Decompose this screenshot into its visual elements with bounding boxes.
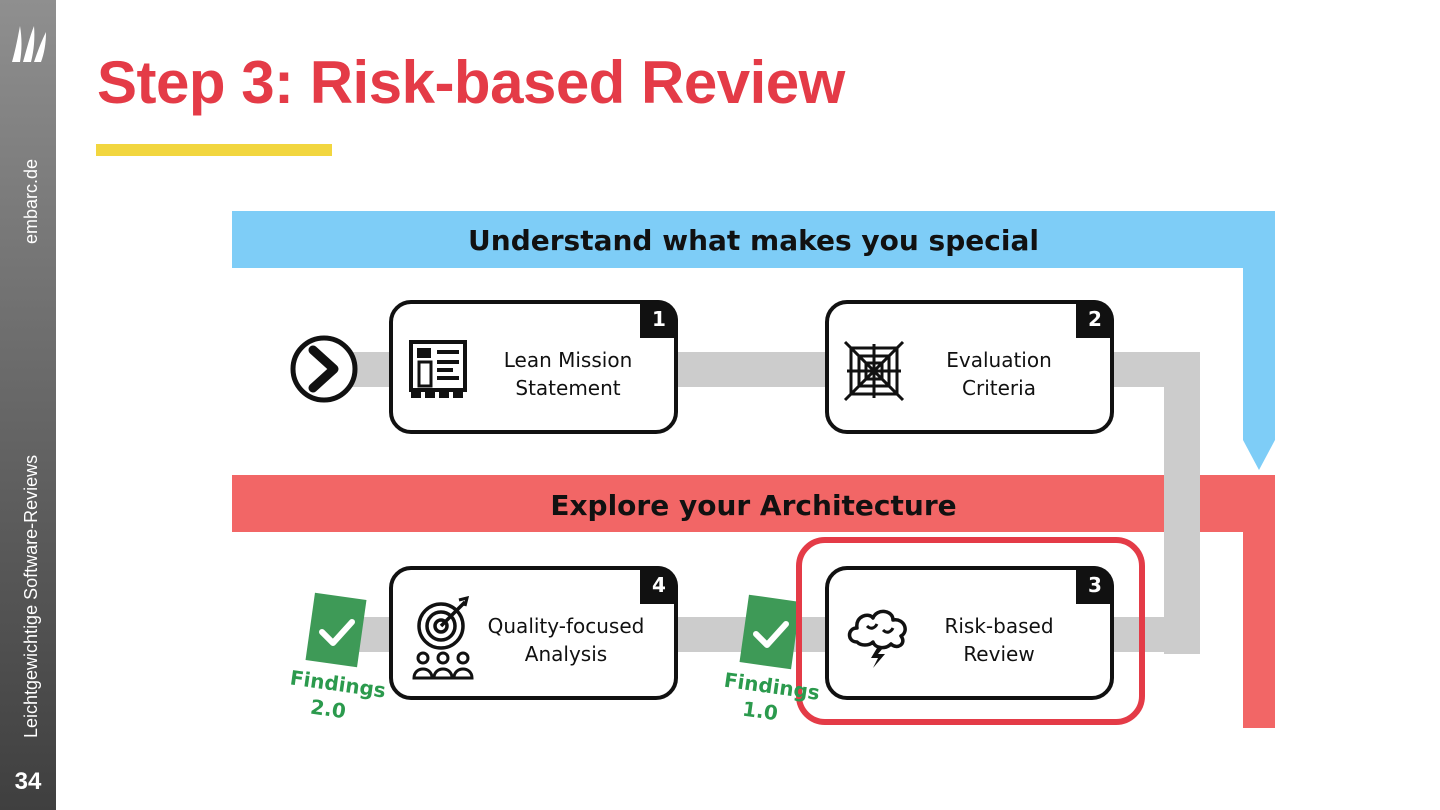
explore-band-label: Explore your Architecture: [550, 489, 957, 522]
step-box-quality-focused-analysis: 4 Quality-focused Analysis: [389, 566, 678, 700]
step-box-lean-mission: 1 Lean Mission Statement: [389, 300, 678, 434]
step-number-badge: 4: [640, 566, 678, 604]
step-label: Lean Mission Statement: [483, 346, 653, 402]
step-label-line1: Evaluation: [946, 348, 1052, 372]
step-label-line2: Analysis: [524, 642, 608, 666]
page-number: 34: [14, 768, 42, 795]
step-label: Evaluation Criteria: [919, 346, 1079, 402]
start-arrow-icon: [290, 335, 358, 403]
understand-band-label: Understand what makes you special: [468, 224, 1039, 257]
step-label-line2: Review: [963, 642, 1035, 666]
check-card-icon: [739, 594, 801, 670]
step-label-line1: Quality-focused: [487, 614, 645, 638]
step-box-evaluation-criteria: 2 Evaluation Criteria: [825, 300, 1114, 434]
step-number-badge: 1: [640, 300, 678, 338]
step-label-line2: Criteria: [962, 376, 1036, 400]
spider-web-icon: [843, 340, 905, 402]
step-number-badge: 2: [1076, 300, 1114, 338]
highlight-frame: [796, 537, 1145, 725]
sails-logo-icon: [12, 26, 46, 62]
step-label-line2: Statement: [515, 376, 621, 400]
step-label-line1: Risk-based: [944, 614, 1054, 638]
step-label-line1: Lean Mission: [503, 348, 633, 372]
title-underline: [96, 144, 332, 156]
step-number-badge: 3: [1076, 566, 1114, 604]
target-team-icon: [412, 596, 474, 680]
slide-title: Step 3: Risk-based Review: [97, 49, 845, 116]
understand-band: [232, 211, 1275, 470]
check-card-icon: [305, 592, 367, 668]
storm-cloud-icon: [847, 609, 907, 668]
findings-label: Findings 1.0: [719, 667, 822, 730]
sidebar: embarc.de Leichtgewichtige Software-Revi…: [0, 0, 56, 810]
document-layout-icon: [409, 340, 467, 398]
step-label: Quality-focused Analysis: [481, 612, 651, 668]
step-label: Risk-based Review: [919, 612, 1079, 668]
step-box-risk-based-review: 3 Risk-based Review: [825, 566, 1114, 700]
